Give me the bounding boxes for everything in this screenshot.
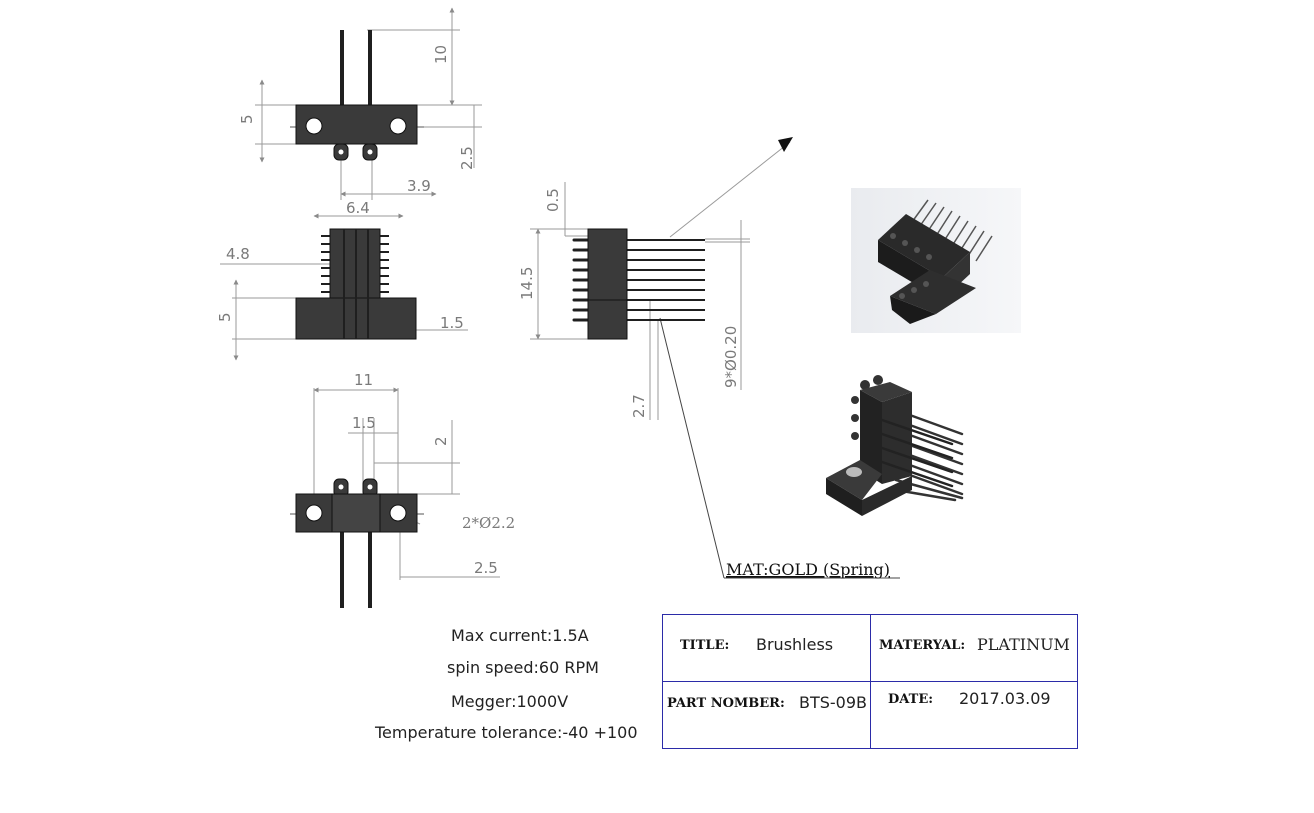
dim-body-height: 5 <box>238 114 256 124</box>
dim-side-height: 14.5 <box>518 267 536 300</box>
title-value: Brushless <box>756 635 834 654</box>
material-callout: MAT:GOLD (Spring) <box>726 560 890 579</box>
spec-spin-speed: spin speed:60 RPM <box>447 658 599 677</box>
spec-temperature: Temperature tolerance:-40 +100 <box>375 723 638 742</box>
dim-hole-diameter: 2*Ø2.2 <box>462 514 515 532</box>
side-view: 0.5 14.5 2.7 9*Ø0.20 MAT:GOLD (Spring) <box>518 137 900 579</box>
top-view: 10 5 2.5 3.9 <box>238 7 482 200</box>
dim-front-width: 6.4 <box>346 199 370 217</box>
render-view-2 <box>826 375 964 516</box>
dim-side-top: 0.5 <box>544 188 562 212</box>
part-number-label: PART NOMBER: <box>667 696 785 711</box>
date-value: 2017.03.09 <box>959 689 1051 708</box>
spec-max-current: Max current:1.5A <box>451 626 589 645</box>
spec-megger: Megger:1000V <box>451 692 569 711</box>
title-block-divider <box>662 681 1078 682</box>
dim-pin-stub: 2 <box>432 436 450 446</box>
title-label: TITLE: <box>680 638 730 653</box>
bottom-view: 11 1.5 2 2*Ø2.2 2.5 <box>290 371 515 608</box>
dim-pin-gap: 2.7 <box>630 394 648 418</box>
dim-step: 1.5 <box>440 314 464 332</box>
dim-base-height: 5 <box>216 312 234 322</box>
material-label: MATERYAL: <box>879 638 966 653</box>
dim-bottom-offset: 2.5 <box>474 559 498 577</box>
front-view: 6.4 4.8 5 1.5 <box>216 199 468 361</box>
dim-bottom-pitch: 1.5 <box>352 414 376 432</box>
dim-offset: 2.5 <box>458 146 476 170</box>
dim-bottom-width: 11 <box>354 371 373 389</box>
dim-pin-pitch: 3.9 <box>407 177 431 195</box>
dim-upper: 4.8 <box>226 245 250 263</box>
part-number-value: BTS-09B <box>799 693 868 712</box>
date-label: DATE: <box>888 692 934 707</box>
dim-pin-diameter: 9*Ø0.20 <box>722 326 740 388</box>
render-view-1 <box>851 188 1021 333</box>
dim-pin-length: 10 <box>432 45 450 64</box>
material-value: PLATINUM <box>977 635 1070 654</box>
